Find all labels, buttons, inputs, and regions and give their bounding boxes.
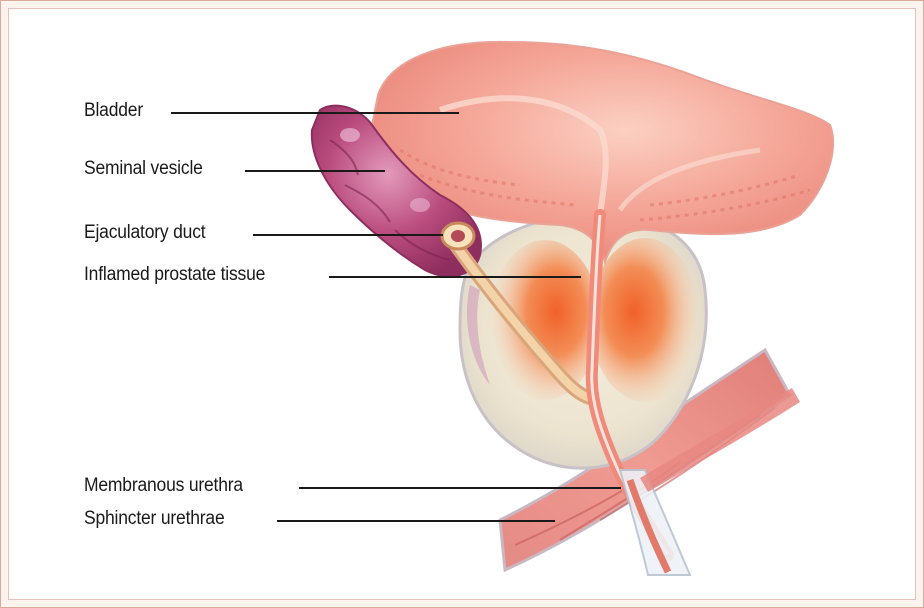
- leader-sphincter-urethrae: [277, 520, 555, 522]
- leader-bladder: [171, 112, 459, 114]
- leader-inflamed-prostate-tissue: [329, 276, 581, 278]
- label-seminal-vesicle: Seminal vesicle: [84, 158, 203, 180]
- leader-membranous-urethra: [299, 487, 621, 489]
- label-bladder: Bladder: [84, 100, 143, 122]
- label-sphincter-urethrae: Sphincter urethrae: [84, 508, 225, 530]
- leader-ejaculatory-duct: [253, 234, 443, 236]
- label-membranous-urethra: Membranous urethra: [84, 475, 243, 497]
- leader-seminal-vesicle: [245, 170, 385, 172]
- label-inflamed-prostate-tissue: Inflamed prostate tissue: [84, 264, 265, 286]
- label-ejaculatory-duct: Ejaculatory duct: [84, 222, 205, 244]
